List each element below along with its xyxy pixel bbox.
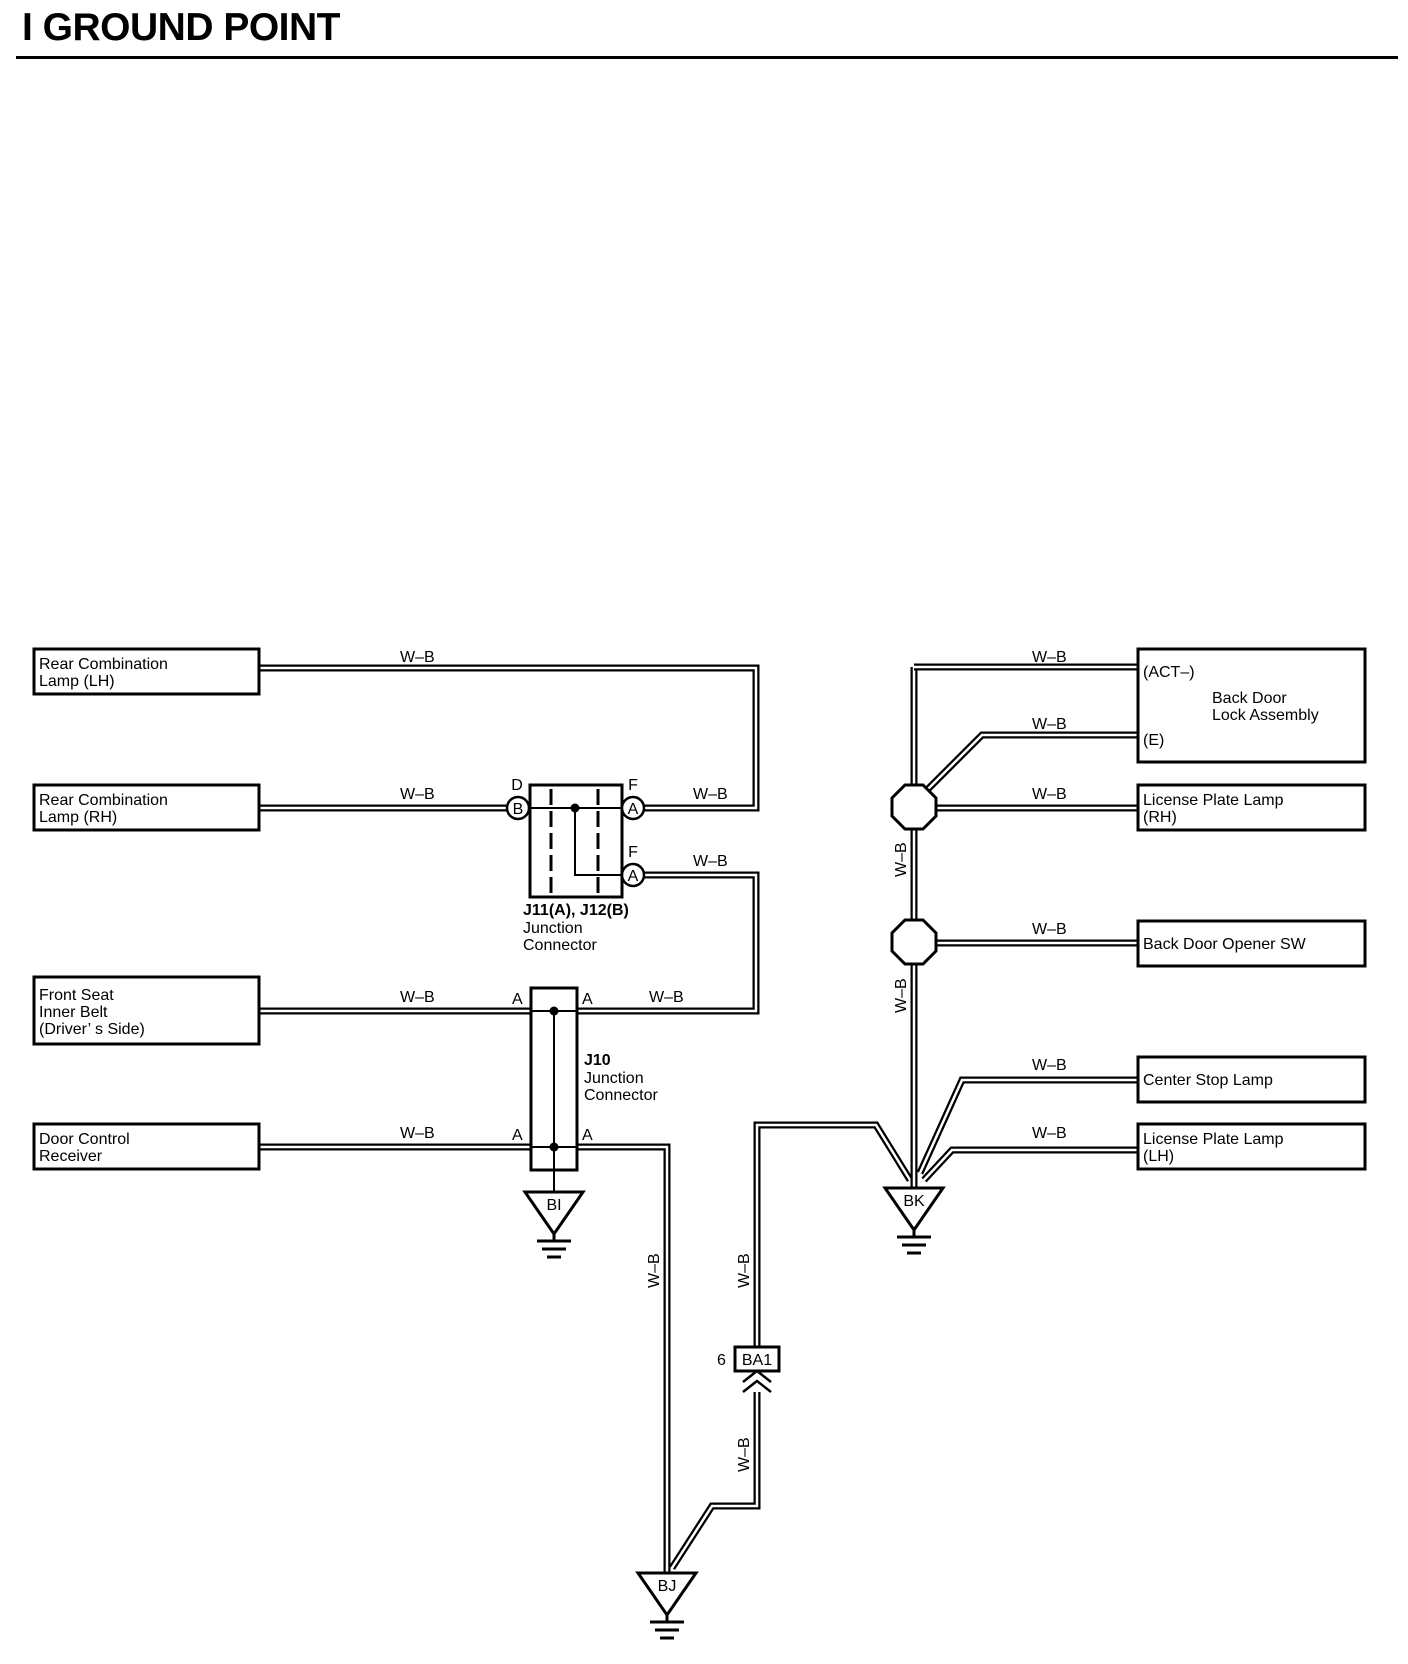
wire-label-vertical: W–B: [646, 1253, 663, 1288]
connector-id: BA1: [742, 1352, 772, 1369]
wire-label: W–B: [693, 853, 728, 870]
wire-rear-comb-lh: [259, 664, 760, 812]
pin-label-a-right-bottom: A: [582, 1127, 593, 1144]
wires: [259, 663, 1138, 1573]
front-seat-inner-belt: Front Seat Inner Belt (Driver’ s Side): [32, 975, 261, 1046]
connector-ba1: BA1 6: [717, 1345, 781, 1393]
wire-label: W–B: [400, 649, 435, 666]
pin-label-a-left-bottom: A: [512, 1127, 523, 1144]
ground-bi: BI: [522, 1190, 586, 1259]
wire-label-vertical: W–B: [736, 1253, 753, 1288]
wire-license-plate-lh: [921, 1146, 1138, 1183]
pin-label-a-left-top: A: [512, 991, 523, 1008]
component-label: Back Door Opener SW: [1143, 936, 1307, 953]
junction-connector-j11-j12: B A A D F F J11(A), J12(B) Junction Conn…: [505, 777, 646, 954]
ground-bj: BJ: [635, 1571, 699, 1640]
component-label-line1: License Plate Lamp: [1143, 1131, 1284, 1148]
wire-j10-to-bj: [577, 1143, 671, 1573]
wire-e: [918, 731, 1138, 799]
pin-label-a-lower: A: [628, 868, 639, 885]
wire-label: W–B: [1032, 786, 1067, 803]
junction-name: J10: [584, 1052, 611, 1069]
wire-j11-to-j10: [577, 871, 760, 1015]
junction-desc-line1: Junction: [584, 1070, 644, 1087]
component-label: Center Stop Lamp: [1143, 1072, 1273, 1089]
connector-chevron-icon: [742, 1369, 772, 1393]
rear-combination-lamp-rh: Rear Combination Lamp (RH): [32, 783, 261, 832]
component-label-line1: Front Seat: [39, 987, 114, 1004]
pin-label-d: D: [511, 777, 523, 794]
back-door-opener-sw: Back Door Opener SW: [1136, 919, 1367, 968]
wire-label: W–B: [400, 786, 435, 803]
pin-a-circle-lower: [620, 862, 646, 888]
wire-label-vertical: W–B: [893, 842, 910, 877]
title-rule: [16, 56, 1398, 59]
component-label-line2: Inner Belt: [39, 1004, 108, 1021]
component-label-line3: (Driver’ s Side): [39, 1021, 145, 1038]
component-label-line2: Lock Assembly: [1212, 707, 1319, 724]
wire-bj-to-ba1: [669, 1392, 761, 1570]
rear-combination-lamp-lh: Rear Combination Lamp (LH): [32, 647, 261, 696]
component-label-line2: Lamp (RH): [39, 809, 117, 826]
component-label-line1: Back Door: [1212, 690, 1287, 707]
component-label-line2: Receiver: [39, 1148, 103, 1165]
wire-label: W–B: [1032, 716, 1067, 733]
door-control-receiver: Door Control Receiver: [32, 1122, 261, 1171]
pin-label-a-right-top: A: [582, 991, 593, 1008]
pin-label-act: (ACT–): [1143, 664, 1195, 681]
pin-label-f-upper: F: [628, 777, 638, 794]
connector-pin: 6: [717, 1352, 726, 1369]
component-label-line2: (LH): [1143, 1148, 1174, 1165]
component-label-line1: Rear Combination: [39, 792, 168, 809]
splice-point-upper: [890, 783, 938, 831]
wire-color-labels: W–B W–B W–B W–B W–B W–B W–B W–B W–B W–B …: [400, 649, 1067, 1472]
center-stop-lamp: Center Stop Lamp: [1136, 1055, 1367, 1104]
wire-label: W–B: [1032, 921, 1067, 938]
pin-label-f-lower: F: [628, 844, 638, 861]
wire-label: W–B: [400, 989, 435, 1006]
ground-label: BJ: [658, 1578, 677, 1595]
wire-label: W–B: [1032, 1057, 1067, 1074]
junction-name: J11(A), J12(B): [523, 902, 629, 919]
pin-label-a-upper: A: [628, 801, 639, 818]
wire-label-vertical: W–B: [893, 978, 910, 1013]
wire-label: W–B: [1032, 649, 1067, 666]
wire-label: W–B: [400, 1125, 435, 1142]
component-label-line1: License Plate Lamp: [1143, 792, 1284, 809]
pin-a-circle-upper: [620, 795, 646, 821]
component-label-line1: Door Control: [39, 1131, 130, 1148]
component-label-line2: Lamp (LH): [39, 673, 115, 690]
pin-label-e: (E): [1143, 732, 1164, 749]
junction-desc-line2: Connector: [523, 937, 597, 954]
pin-label-b: B: [513, 801, 524, 818]
pin-b-circle: [505, 795, 531, 821]
wire-label-vertical: W–B: [736, 1437, 753, 1472]
wire-label: W–B: [693, 786, 728, 803]
wire-label: W–B: [649, 989, 684, 1006]
junction-desc-line2: Connector: [584, 1087, 658, 1104]
license-plate-lamp-lh: License Plate Lamp (LH): [1136, 1122, 1367, 1171]
splice-point-lower: [890, 918, 938, 966]
wire-ba1-to-bk: [753, 1121, 913, 1355]
junction-connector-j10: A A A A J10 Junction Connector: [512, 986, 658, 1192]
ground-label: BI: [546, 1197, 561, 1214]
wire-center-stop: [916, 1076, 1138, 1175]
page-title: I GROUND POINT: [22, 6, 341, 49]
component-label-line2: (RH): [1143, 809, 1177, 826]
back-door-lock-assembly: (ACT–) (E) Back Door Lock Assembly: [1136, 647, 1367, 764]
junction-desc-line1: Junction: [523, 920, 583, 937]
component-label-line1: Rear Combination: [39, 656, 168, 673]
ground-label: BK: [903, 1193, 925, 1210]
wire-label: W–B: [1032, 1125, 1067, 1142]
ground-bk: BK: [882, 1186, 946, 1255]
license-plate-lamp-rh: License Plate Lamp (RH): [1136, 783, 1367, 832]
